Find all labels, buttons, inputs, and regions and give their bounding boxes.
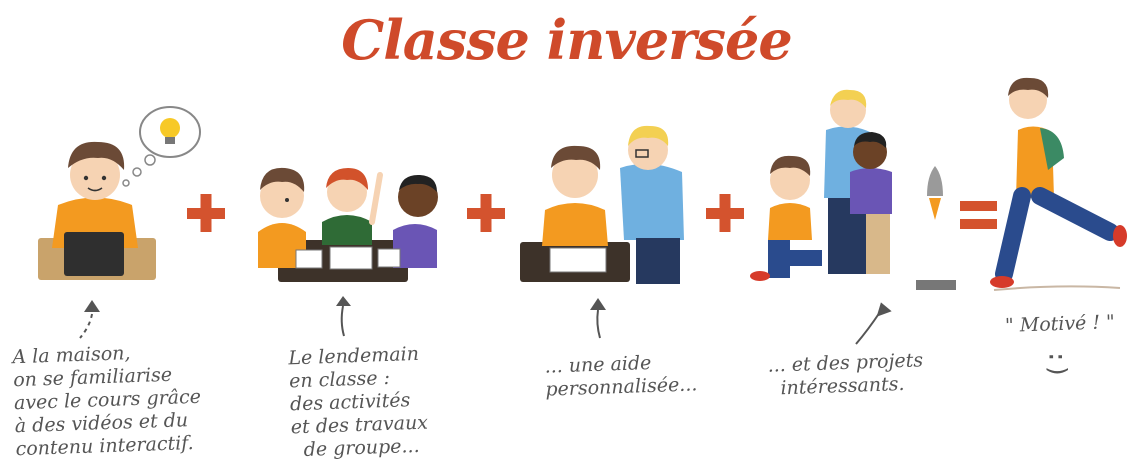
classroom-scene: [258, 167, 438, 337]
equals-icon: [960, 201, 997, 229]
plus-icon: [187, 194, 225, 232]
home-scene: [38, 106, 201, 339]
step-caption-home: A la maison, on se familiarise avec le c…: [12, 342, 202, 461]
backpack: [1040, 128, 1064, 170]
plus-icon: [467, 194, 505, 232]
student-hair: [68, 141, 125, 170]
help-scene: [520, 125, 684, 339]
step-caption-help: ... une aide personnalisée...: [544, 351, 698, 401]
projects-scene: [750, 89, 956, 345]
plus-icon: [706, 194, 744, 232]
lightbulb-icon: [160, 118, 180, 138]
student-face: [70, 150, 120, 200]
step-caption-classroom: Le lendemain en classe : des activités e…: [288, 342, 429, 462]
result-caption: " Motivé ! ": [1004, 311, 1116, 337]
page-title: Classe inversée: [341, 8, 793, 72]
laptop: [64, 232, 124, 276]
rocket-icon: [927, 166, 943, 196]
smiley-icon: :): [1043, 349, 1072, 379]
step-caption-projects: ... et des projets intéressants.: [767, 349, 924, 400]
motivated-student: [990, 77, 1127, 291]
